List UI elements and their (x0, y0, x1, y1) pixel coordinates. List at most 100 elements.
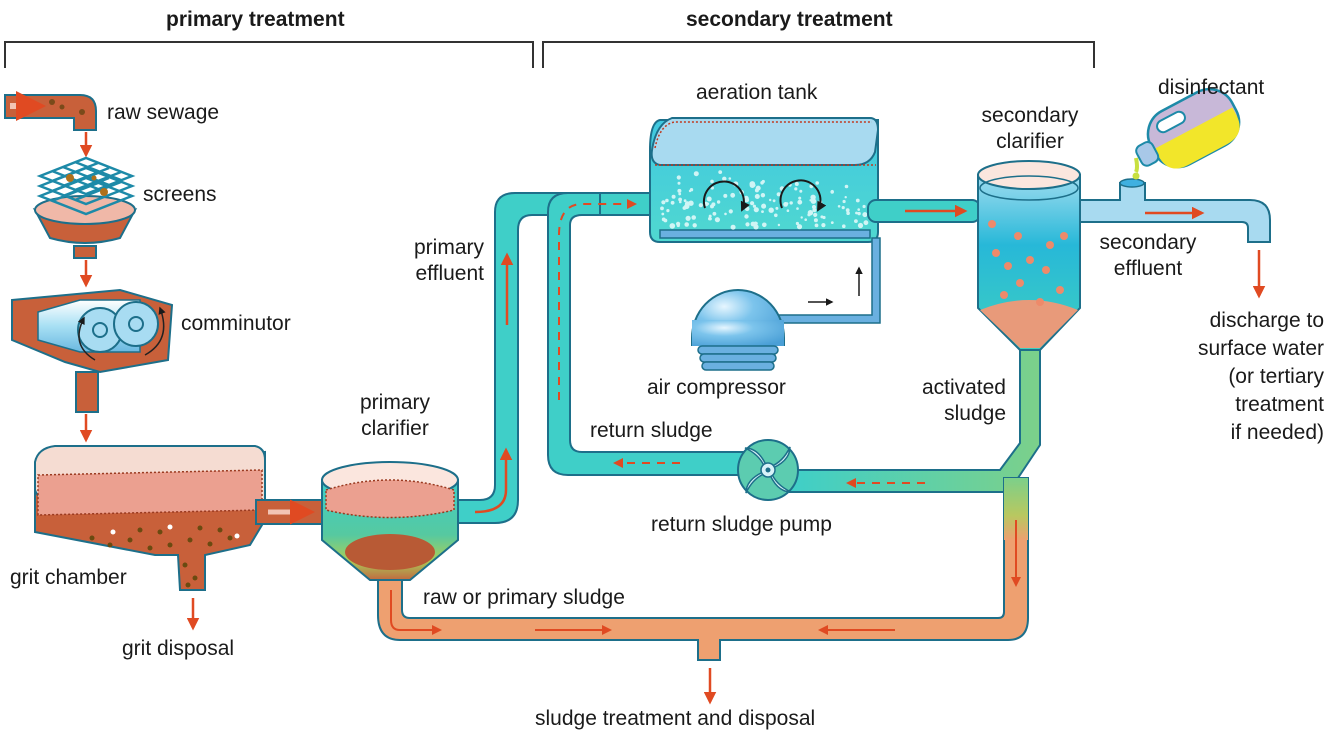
aeration-bubble (857, 211, 861, 216)
air-line (774, 237, 881, 324)
aeration-bubble (830, 190, 834, 194)
secondary-effluent-label-line1: secondary (1099, 231, 1197, 254)
aeration-bubble (708, 217, 712, 221)
aeration-bubble (684, 222, 689, 227)
aeration-bubble (706, 196, 712, 202)
aeration-bubble (772, 199, 776, 203)
aeration-bubble (796, 207, 799, 210)
primary-clarifier-icon (321, 461, 459, 581)
aeration-bubble (776, 192, 781, 197)
screens-icon (32, 156, 138, 259)
comminutor-icon (11, 288, 174, 413)
aeration-bubble (716, 200, 721, 204)
aeration-bubble (730, 192, 736, 198)
aeration-bubble (775, 206, 779, 210)
primary-clarifier-label: primary clarifier (340, 390, 450, 442)
aeration-bubble (798, 196, 802, 200)
aeration-bubble (812, 208, 817, 213)
aeration-bubble (837, 205, 841, 208)
primary-effluent-label-line1: primary (413, 236, 484, 259)
aeration-bubble (661, 200, 666, 205)
aeration-bubble (794, 182, 799, 186)
aeration-bubble (749, 181, 756, 187)
aeration-bubble (845, 208, 850, 213)
primary-treatment-bracket (4, 41, 534, 68)
aeration-bubble (698, 203, 703, 208)
aeration-to-clarifier-pipe (867, 199, 981, 223)
activated-sludge-label-line2: sludge (944, 402, 1006, 425)
aeration-bubble (669, 223, 676, 229)
aeration-bubble (692, 223, 697, 228)
secondary-effluent-label: secondary effluent (1080, 230, 1216, 282)
aeration-bubble (711, 202, 716, 207)
aeration-bubble (728, 177, 732, 180)
sludge-treatment-label: sludge treatment and disposal (535, 707, 816, 730)
aeration-bubble (661, 212, 665, 216)
aeration-bubble (722, 176, 727, 181)
sludge-disposal-pipe (377, 477, 1029, 661)
aeration-bubble (794, 187, 798, 191)
aeration-bubble (760, 181, 764, 185)
aeration-bubble (841, 206, 845, 210)
grit-disposal-label: grit disposal (122, 637, 235, 660)
aeration-bubble (804, 218, 807, 221)
activated-sludge-label-line1: activated (921, 376, 1006, 399)
discharge-label-line1: discharge to (1209, 309, 1324, 332)
aeration-bubble (710, 186, 714, 190)
aeration-bubble (745, 222, 750, 227)
aeration-bubble (777, 223, 781, 227)
aeration-bubble (665, 198, 669, 203)
aeration-bubble (689, 188, 694, 192)
discharge-label-line2: surface water (1197, 337, 1324, 360)
comminutor-label: comminutor (181, 312, 291, 335)
aeration-bubble (844, 196, 847, 199)
aeration-bubble (846, 211, 850, 215)
aeration-bubble (857, 208, 860, 211)
aeration-bubble (710, 179, 714, 184)
aeration-bubble (809, 184, 814, 189)
aeration-bubble (795, 221, 800, 226)
aeration-bubble (744, 214, 749, 219)
aeration-bubble (663, 218, 668, 223)
aeration-bubble (706, 202, 710, 206)
aeration-bubble (814, 223, 819, 228)
aeration-tank-icon (649, 117, 880, 243)
aeration-bubble (678, 192, 682, 196)
aeration-bubble (811, 204, 817, 210)
primary-effluent-label: primary effluent (380, 235, 484, 287)
aeration-bubble (682, 206, 687, 210)
discharge-label-line5: if needed) (1230, 421, 1324, 444)
screens-label: screens (143, 183, 217, 206)
aeration-bubble (857, 222, 864, 229)
aeration-bubble (691, 215, 696, 220)
aeration-bubble (670, 200, 675, 205)
aeration-bubble (754, 188, 759, 193)
aeration-bubble (809, 199, 812, 202)
aeration-bubble (724, 212, 727, 216)
raw-sewage-label: raw sewage (107, 101, 220, 124)
raw-sewage-pipe (4, 91, 97, 131)
return-sludge-pipe (547, 192, 1041, 493)
aeration-bubble (821, 223, 826, 228)
aeration-bubble (753, 207, 759, 213)
aeration-bubble (800, 216, 803, 219)
grit-to-clarifier-pipe (255, 499, 327, 525)
aeration-bubble (677, 181, 681, 185)
primary-effluent-label-line2: effluent (415, 262, 484, 285)
aeration-bubble (786, 209, 790, 212)
aeration-bubble (708, 214, 712, 218)
secondary-effluent-pipe (1079, 178, 1271, 243)
aeration-bubble (862, 204, 866, 209)
grit-chamber-icon (34, 445, 266, 591)
return-sludge-label: return sludge (590, 419, 713, 442)
aeration-bubble (760, 193, 766, 198)
aeration-bubble (688, 200, 694, 206)
aeration-bubble (678, 197, 682, 202)
primary-treatment-heading: primary treatment (166, 8, 345, 31)
aeration-bubble (752, 204, 757, 208)
aeration-bubble (813, 212, 818, 217)
aeration-bubble (676, 223, 680, 228)
aeration-bubble (693, 171, 699, 177)
aeration-bubble (750, 221, 756, 227)
air-compressor-label: air compressor (647, 376, 786, 399)
